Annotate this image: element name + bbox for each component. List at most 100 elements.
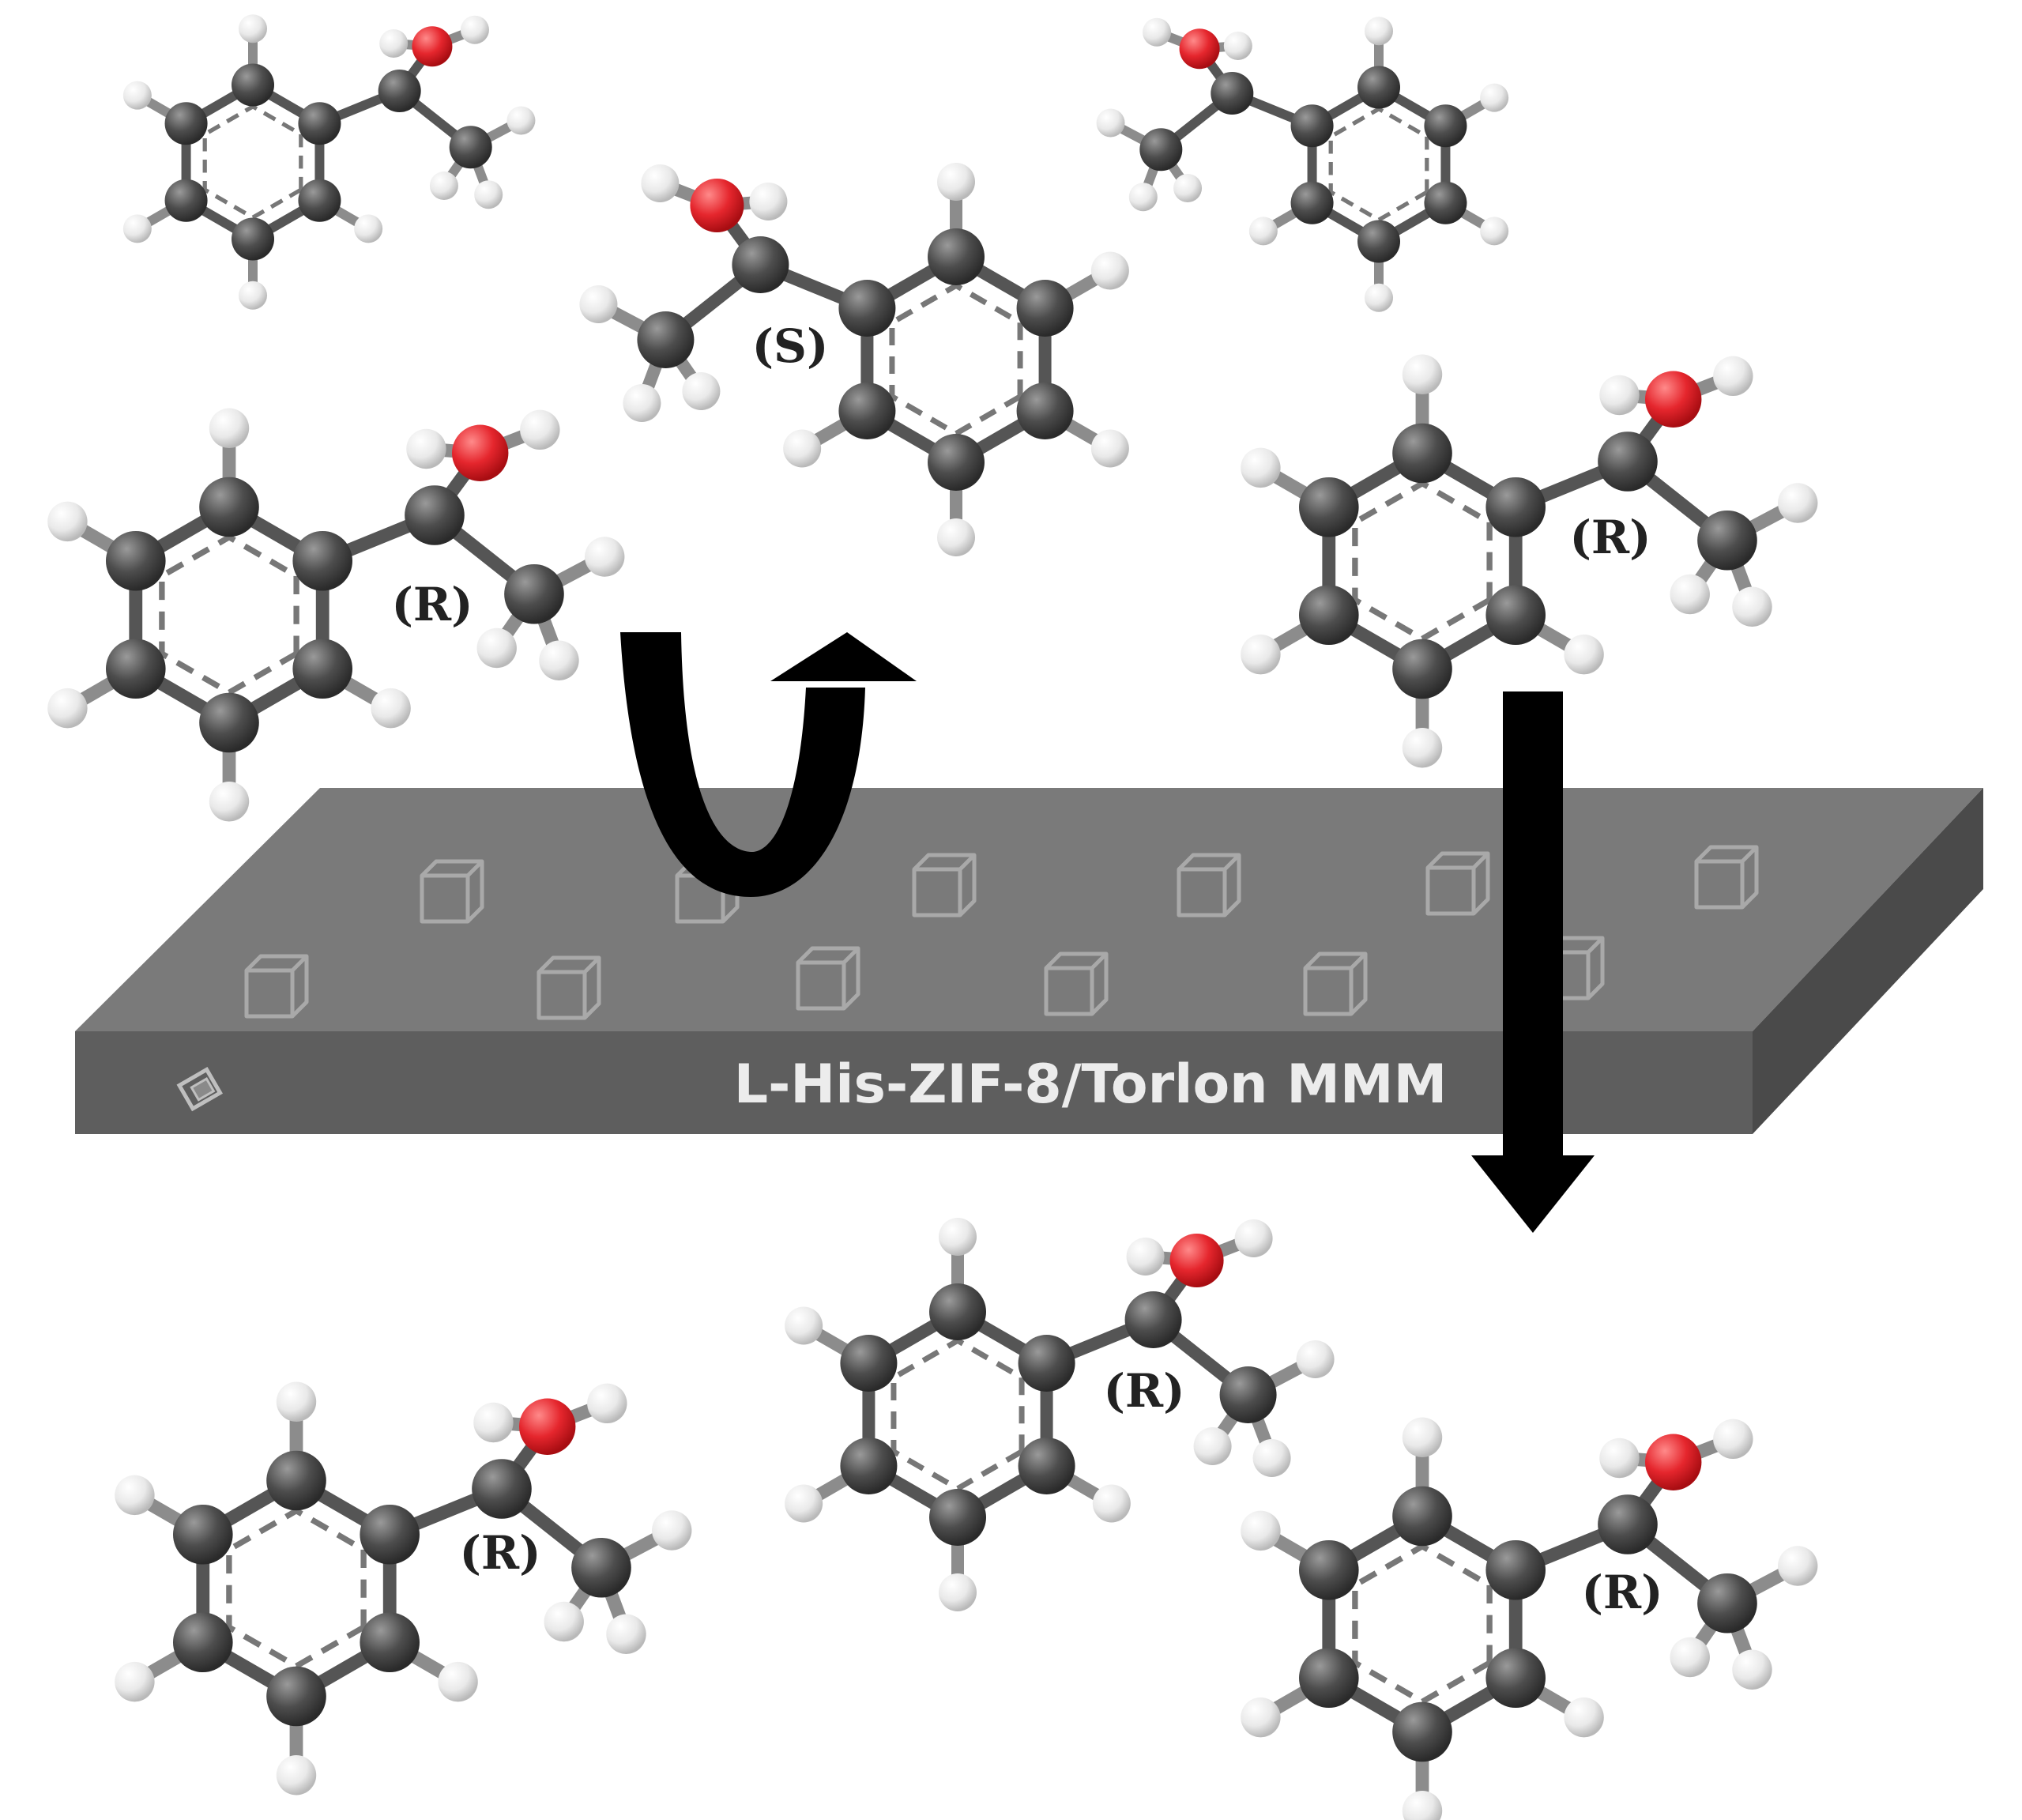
- hydrogen-atom: [47, 688, 88, 729]
- carbon-atom: [378, 70, 421, 112]
- hydrogen-atom: [1732, 586, 1772, 627]
- stereo-label: (R): [1581, 1566, 1662, 1619]
- hydrogen-atom: [783, 429, 822, 468]
- hydrogen-atom: [379, 29, 409, 58]
- hydrogen-atom: [473, 1402, 514, 1443]
- stereo-label: (R): [391, 578, 473, 631]
- carbon-atom: [292, 530, 353, 591]
- carbon-atom: [1016, 280, 1074, 337]
- hydrogen-atom: [1402, 1791, 1443, 1820]
- carbon-atom: [164, 102, 208, 145]
- aromatic-ring: [1352, 1543, 1493, 1705]
- aromatic-ring: [889, 282, 1023, 437]
- carbon-atom: [298, 102, 341, 145]
- carbon-atom: [360, 1504, 420, 1565]
- carbon-atom: [929, 1283, 986, 1340]
- carbon-atom: [298, 179, 341, 222]
- hydrogen-atom: [1599, 1438, 1640, 1479]
- oxygen-atom: [1179, 28, 1220, 70]
- hydrogen-atom: [1480, 217, 1509, 246]
- molecule: [115, 1381, 692, 1796]
- carbon-atom: [1392, 423, 1452, 484]
- carbon-atom: [1697, 510, 1757, 571]
- hydrogen-atom: [1599, 375, 1640, 416]
- hydrogen-atom: [1670, 1637, 1710, 1678]
- carbon-atom: [571, 1537, 631, 1598]
- oxygen-atom: [1645, 371, 1702, 428]
- hydrogen-atom: [1365, 17, 1393, 46]
- cube-crystal-icon: [1303, 951, 1368, 1016]
- hydrogen-atom: [641, 164, 680, 202]
- carbon-atom: [105, 639, 166, 699]
- stereo-label: (R): [459, 1526, 540, 1580]
- carbon-atom: [1290, 104, 1334, 148]
- hydrogen-atom: [506, 106, 536, 135]
- carbon-atom: [929, 1489, 986, 1546]
- hydrogen-atom: [1778, 1546, 1818, 1586]
- carbon-atom: [405, 485, 465, 545]
- hydrogen-atom: [544, 1601, 584, 1642]
- molecule: [122, 14, 536, 310]
- molecule: [1241, 1417, 1818, 1820]
- hydrogen-atom: [1252, 1439, 1291, 1477]
- carbon-atom: [1298, 1539, 1359, 1600]
- hydrogen-atom: [1090, 429, 1129, 468]
- carbon-atom: [1290, 181, 1334, 224]
- hydrogen-atom: [1126, 1238, 1165, 1276]
- hydrogen-atom: [623, 384, 661, 422]
- cube-crystal-icon: [912, 853, 977, 918]
- cube-crystal-icon: [244, 954, 309, 1019]
- molecule: [579, 163, 1129, 556]
- hydrogen-atom: [785, 1484, 823, 1523]
- u-turn-arrow-icon: [620, 632, 917, 897]
- hydrogen-atom: [276, 1755, 317, 1796]
- hydrogen-atom: [1241, 1510, 1281, 1551]
- hydrogen-atom: [1365, 283, 1393, 312]
- hydrogen-atom: [749, 183, 788, 220]
- carbon-atom: [199, 477, 259, 537]
- stereo-label: (R): [1569, 511, 1651, 564]
- carbon-atom: [1598, 431, 1658, 492]
- hydrogen-atom: [937, 163, 975, 201]
- oxygen-atom: [1169, 1234, 1224, 1287]
- carbon-atom: [199, 692, 259, 753]
- carbon-atom: [1392, 639, 1452, 699]
- carbon-atom: [1485, 477, 1546, 537]
- hydrogen-atom: [939, 1573, 977, 1611]
- cube-crystal-icon: [1694, 845, 1759, 910]
- hydrogen-atom: [1778, 483, 1818, 523]
- hydrogen-atom: [579, 285, 618, 323]
- carbon-atom: [1298, 477, 1359, 537]
- membrane: L-His-ZIF-8/Torlon MMM: [75, 788, 1983, 1134]
- carbon-atom: [838, 382, 896, 439]
- hydrogen-atom: [354, 214, 383, 243]
- carbon-atom: [1219, 1366, 1277, 1423]
- membrane-top-face: [75, 788, 1983, 1031]
- hydrogen-atom: [1128, 183, 1158, 212]
- carbon-atom: [838, 280, 896, 337]
- carbon-atom: [1357, 66, 1400, 109]
- hydrogen-atom: [1143, 17, 1172, 47]
- hydrogen-atom: [209, 408, 250, 448]
- oxygen-atom: [452, 424, 509, 481]
- hydrogen-atom: [476, 627, 517, 669]
- aromatic-ring: [202, 104, 303, 220]
- stereo-labels: (S) (R) (R) (R) (R) (R): [391, 319, 1662, 1619]
- carbon-atom: [1211, 72, 1254, 115]
- molecules: [47, 14, 1818, 1820]
- hydrogen-atom: [1241, 634, 1281, 675]
- hydrogen-atom: [937, 518, 975, 556]
- hydrogen-atom: [1241, 1697, 1281, 1738]
- hydrogen-atom: [682, 372, 721, 410]
- molecule: [1241, 354, 1818, 768]
- hydrogen-atom: [115, 1661, 155, 1702]
- carbon-atom: [840, 1335, 898, 1392]
- carbon-atom: [1298, 585, 1359, 646]
- cube-crystal-icon: [1044, 951, 1109, 1016]
- carbon-atom: [360, 1612, 420, 1673]
- hydrogen-atom: [1296, 1340, 1335, 1378]
- aromatic-ring: [226, 1507, 367, 1670]
- carbon-atom: [1139, 128, 1183, 171]
- oxygen-atom: [1645, 1434, 1702, 1490]
